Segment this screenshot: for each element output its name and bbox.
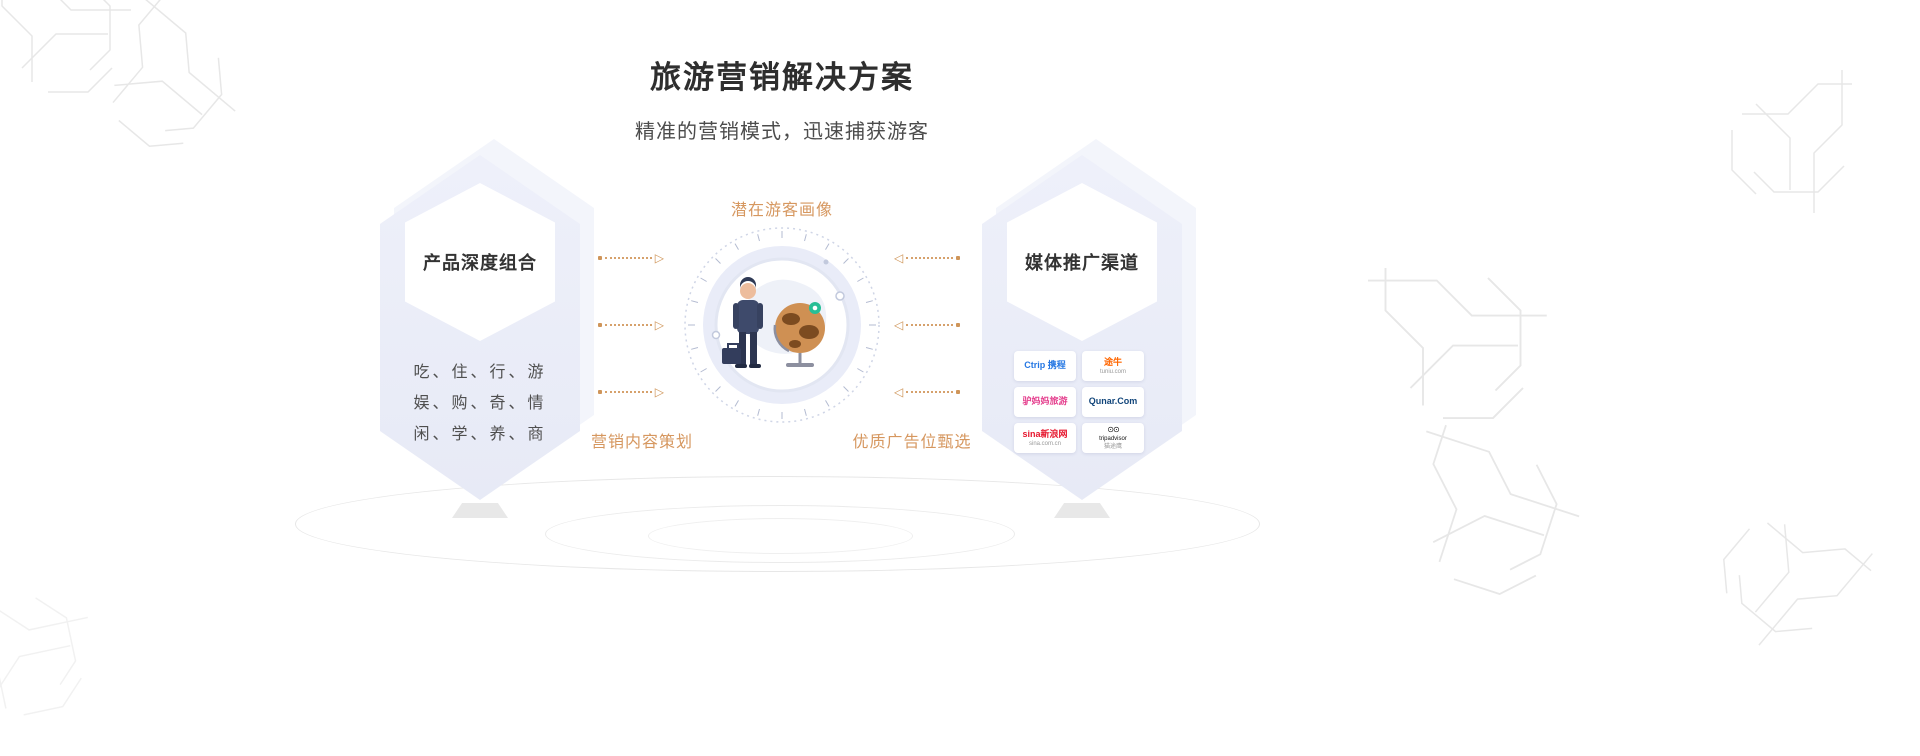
qunar-logo-text: Qunar.Com xyxy=(1088,395,1138,406)
sina-logo-text: sina新浪网 xyxy=(1022,428,1068,439)
product-combo-line: 娱、购、奇、情 xyxy=(413,395,547,412)
traveler-profile-dial xyxy=(684,227,880,423)
arrow-tail-dot xyxy=(956,390,960,394)
arrow-head-right-icon: ▷ xyxy=(654,251,664,265)
arrow-tail-dot xyxy=(598,390,602,394)
logo-lvmama: 驴妈妈旅游 xyxy=(1014,387,1076,417)
logo-ctrip: Ctrip 携程 xyxy=(1014,351,1076,381)
arrow-dotted-line xyxy=(605,391,652,393)
tick-ring xyxy=(688,231,876,419)
page-title: 旅游营销解决方案 xyxy=(650,60,914,95)
ctrip-logo-text: Ctrip 携程 xyxy=(1024,359,1066,370)
flow-arrow-right-1: ◁ xyxy=(894,252,960,264)
arrow-head-left-icon: ◁ xyxy=(894,251,904,265)
lvmama-logo-text: 驴妈妈旅游 xyxy=(1022,395,1068,406)
sina-logo-subtext: sina.com.cn xyxy=(1028,440,1061,447)
page-subtitle: 精准的营销模式，迅速捕获游客 xyxy=(635,121,929,143)
ring-node-dot xyxy=(823,259,829,265)
flow-arrow-left-3: ▷ xyxy=(598,386,664,398)
flow-arrow-left-1: ▷ xyxy=(598,252,664,264)
ring-node-circle xyxy=(711,330,721,340)
product-combo-list: 吃、住、行、游 娱、购、奇、情 闲、学、养、商 xyxy=(380,357,580,450)
ground-ellipse-outer xyxy=(295,476,1260,572)
media-channels-card: 媒体推广渠道 Ctrip 携程 途牛 tuniu.com 驴妈妈旅游 Qunar… xyxy=(982,139,1196,500)
arrow-tail-dot xyxy=(956,323,960,327)
left-card-reflection xyxy=(452,503,508,518)
arrow-dotted-line xyxy=(605,257,652,259)
logo-tuniu: 途牛 tuniu.com xyxy=(1082,351,1144,381)
tuniu-logo-subtext: tuniu.com xyxy=(1099,368,1126,375)
right-card-title: 媒体推广渠道 xyxy=(1025,253,1139,273)
left-card-title: 产品深度组合 xyxy=(423,253,537,273)
tripadvisor-logo-subtext: 猫途鹰 xyxy=(1103,444,1122,450)
label-premium-ad-selection: 优质广告位甄选 xyxy=(852,434,972,451)
flow-arrow-left-2: ▷ xyxy=(598,319,664,331)
tripadvisor-logo-text: tripadvisor xyxy=(1099,436,1127,442)
flow-arrow-right-2: ◁ xyxy=(894,319,960,331)
right-card-reflection xyxy=(1054,503,1110,518)
arrow-head-left-icon: ◁ xyxy=(894,385,904,399)
tripadvisor-owl-icon: ⊙⊙ xyxy=(1107,425,1119,434)
ground-ellipse-inner xyxy=(648,518,913,554)
arrow-tail-dot xyxy=(598,323,602,327)
arrow-tail-dot xyxy=(956,256,960,260)
arrow-head-left-icon: ◁ xyxy=(894,318,904,332)
flow-arrow-right-3: ◁ xyxy=(894,386,960,398)
traveler-illustration xyxy=(722,277,763,368)
logo-qunar: Qunar.Com xyxy=(1082,387,1144,417)
arrow-dotted-line xyxy=(906,391,953,393)
ground-ellipse-middle xyxy=(545,505,1015,563)
product-combo-line: 闲、学、养、商 xyxy=(413,426,547,443)
product-combo-line: 吃、住、行、游 xyxy=(413,364,547,381)
arrow-head-right-icon: ▷ xyxy=(654,318,664,332)
arrow-dotted-line xyxy=(605,324,652,326)
arrow-head-right-icon: ▷ xyxy=(654,385,664,399)
logo-sina: sina新浪网 sina.com.cn xyxy=(1014,423,1076,453)
ring-node-circle xyxy=(835,291,845,301)
product-combo-card: 产品深度组合 吃、住、行、游 娱、购、奇、情 闲、学、养、商 xyxy=(380,139,594,500)
label-marketing-content-planning: 营销内容策划 xyxy=(590,434,693,451)
arrow-dotted-line xyxy=(906,324,953,326)
arrow-dotted-line xyxy=(906,257,953,259)
logo-tripadvisor: ⊙⊙ tripadvisor 猫途鹰 xyxy=(1082,423,1144,453)
label-potential-tourist-profile: 潜在游客画像 xyxy=(730,202,833,219)
globe-illustration xyxy=(773,302,825,367)
tuniu-logo-text: 途牛 xyxy=(1103,356,1122,367)
arrow-tail-dot xyxy=(598,256,602,260)
section-header: 旅游营销解决方案 精准的营销模式，迅速捕获游客 xyxy=(0,0,1564,144)
dashed-outer-ring xyxy=(684,227,880,423)
